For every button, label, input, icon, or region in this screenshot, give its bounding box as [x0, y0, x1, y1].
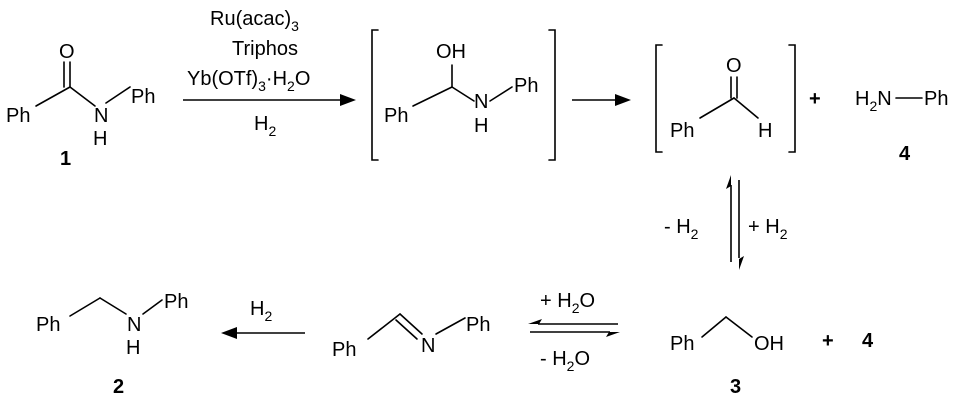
condition-minus-h2: - H2 — [664, 216, 699, 242]
reaction-conditions-step1: Ru(acac)3 Triphos Yb(OTf)3·H2O H2 — [183, 8, 356, 139]
compound-number-3: 3 — [730, 376, 741, 398]
equilibrium-hydrogenation: - H2 + H2 — [664, 175, 788, 270]
atom-ph: Ph — [514, 75, 538, 97]
bond-ph-ch2 — [69, 297, 101, 317]
arrow-step1-head — [340, 94, 356, 106]
atom-ph: Ph — [670, 333, 694, 355]
atom-h: H — [474, 115, 488, 137]
arrow-reduction-head — [221, 327, 237, 339]
arrow-step2-head — [615, 94, 631, 106]
atom-ph: Ph — [131, 86, 155, 108]
reagent-ru-acac: Ru(acac)3 — [210, 8, 299, 34]
compound-number-2: 2 — [113, 376, 124, 398]
intermediate-hemiaminal: Ph OH N H Ph — [371, 29, 556, 161]
bond-ch2-oh — [725, 316, 753, 338]
atom-n: N — [421, 335, 435, 357]
bond-carbonyl-n — [69, 86, 96, 107]
atom-ph: Ph — [384, 105, 408, 127]
bond-cn-double-a — [399, 313, 423, 335]
bond-ph-carbonyl — [35, 86, 71, 107]
bond-ph-ch2 — [701, 316, 727, 338]
bracket-left — [655, 44, 663, 153]
atom-o: O — [726, 55, 742, 77]
bond-ch-n — [451, 86, 475, 102]
atom-n: N — [127, 314, 141, 336]
atom-ph: Ph — [164, 291, 188, 313]
atom-oh: OH — [754, 333, 784, 355]
atom-h: H — [93, 128, 107, 150]
atom-ph: Ph — [466, 314, 490, 336]
bond-ph-ch — [412, 86, 453, 107]
equilibrium-up-head — [726, 175, 731, 189]
atom-ph: Ph — [6, 105, 30, 127]
bond-ph-ch — [367, 313, 401, 340]
atom-o: O — [59, 41, 75, 63]
arrow-step2 — [572, 94, 631, 106]
product-aniline: + H2N Ph 4 — [809, 88, 948, 165]
bond-n-ph — [105, 86, 131, 104]
bond-n-ph — [142, 299, 163, 315]
condition-plus-water: + H2O — [540, 290, 595, 316]
condition-plus-h2: + H2 — [748, 216, 788, 242]
bracket-right — [788, 44, 796, 153]
atom-n: N — [94, 105, 108, 127]
aniline-h2n: H2N — [855, 88, 892, 114]
intermediate-imine: Ph N Ph — [332, 313, 490, 361]
plus-sign: + — [809, 88, 821, 110]
plus-sign: + — [822, 330, 834, 352]
intermediate-benzaldehyde: Ph O H — [655, 44, 796, 153]
equilibrium-upper-head — [528, 319, 542, 324]
atom-n: N — [474, 91, 488, 113]
reagent-triphos: Triphos — [232, 38, 298, 60]
condition-h2: H2 — [250, 298, 272, 324]
atom-h: H — [126, 337, 140, 359]
atom-ph: Ph — [36, 314, 60, 336]
bond-cn-double-b — [395, 319, 418, 340]
reagent-h2: H2 — [254, 113, 276, 139]
compound-number-1: 1 — [60, 148, 71, 170]
bracket-left — [371, 29, 379, 161]
reagent-yb-otf: Yb(OTf)3·H2O — [187, 68, 310, 94]
bond-ph-cho — [699, 97, 735, 119]
compound-3-benzyl-alcohol: Ph OH + 4 3 — [670, 316, 874, 398]
compound-number-4: 4 — [862, 330, 874, 352]
compound-1-benzanilide: Ph O N H Ph 1 — [6, 41, 155, 170]
equilibrium-down-head — [739, 256, 744, 270]
arrow-reduction: H2 — [221, 298, 305, 339]
atom-h: H — [758, 120, 772, 142]
equilibrium-condensation: + H2O - H2O — [528, 290, 620, 374]
bond-n-ph — [435, 317, 466, 335]
bond-n-ph — [489, 86, 513, 102]
bond-c-h — [733, 97, 759, 119]
condition-minus-water: - H2O — [540, 348, 590, 374]
atom-ph: Ph — [924, 88, 948, 110]
bond-ch2-n — [99, 297, 127, 315]
bracket-right — [548, 29, 556, 161]
compound-number-4: 4 — [899, 143, 911, 165]
equilibrium-lower-head — [606, 332, 620, 337]
atom-ph: Ph — [332, 339, 356, 361]
atom-oh: OH — [436, 41, 466, 63]
atom-ph: Ph — [670, 120, 694, 142]
compound-2-benzylaniline: Ph N H Ph 2 — [36, 291, 188, 398]
